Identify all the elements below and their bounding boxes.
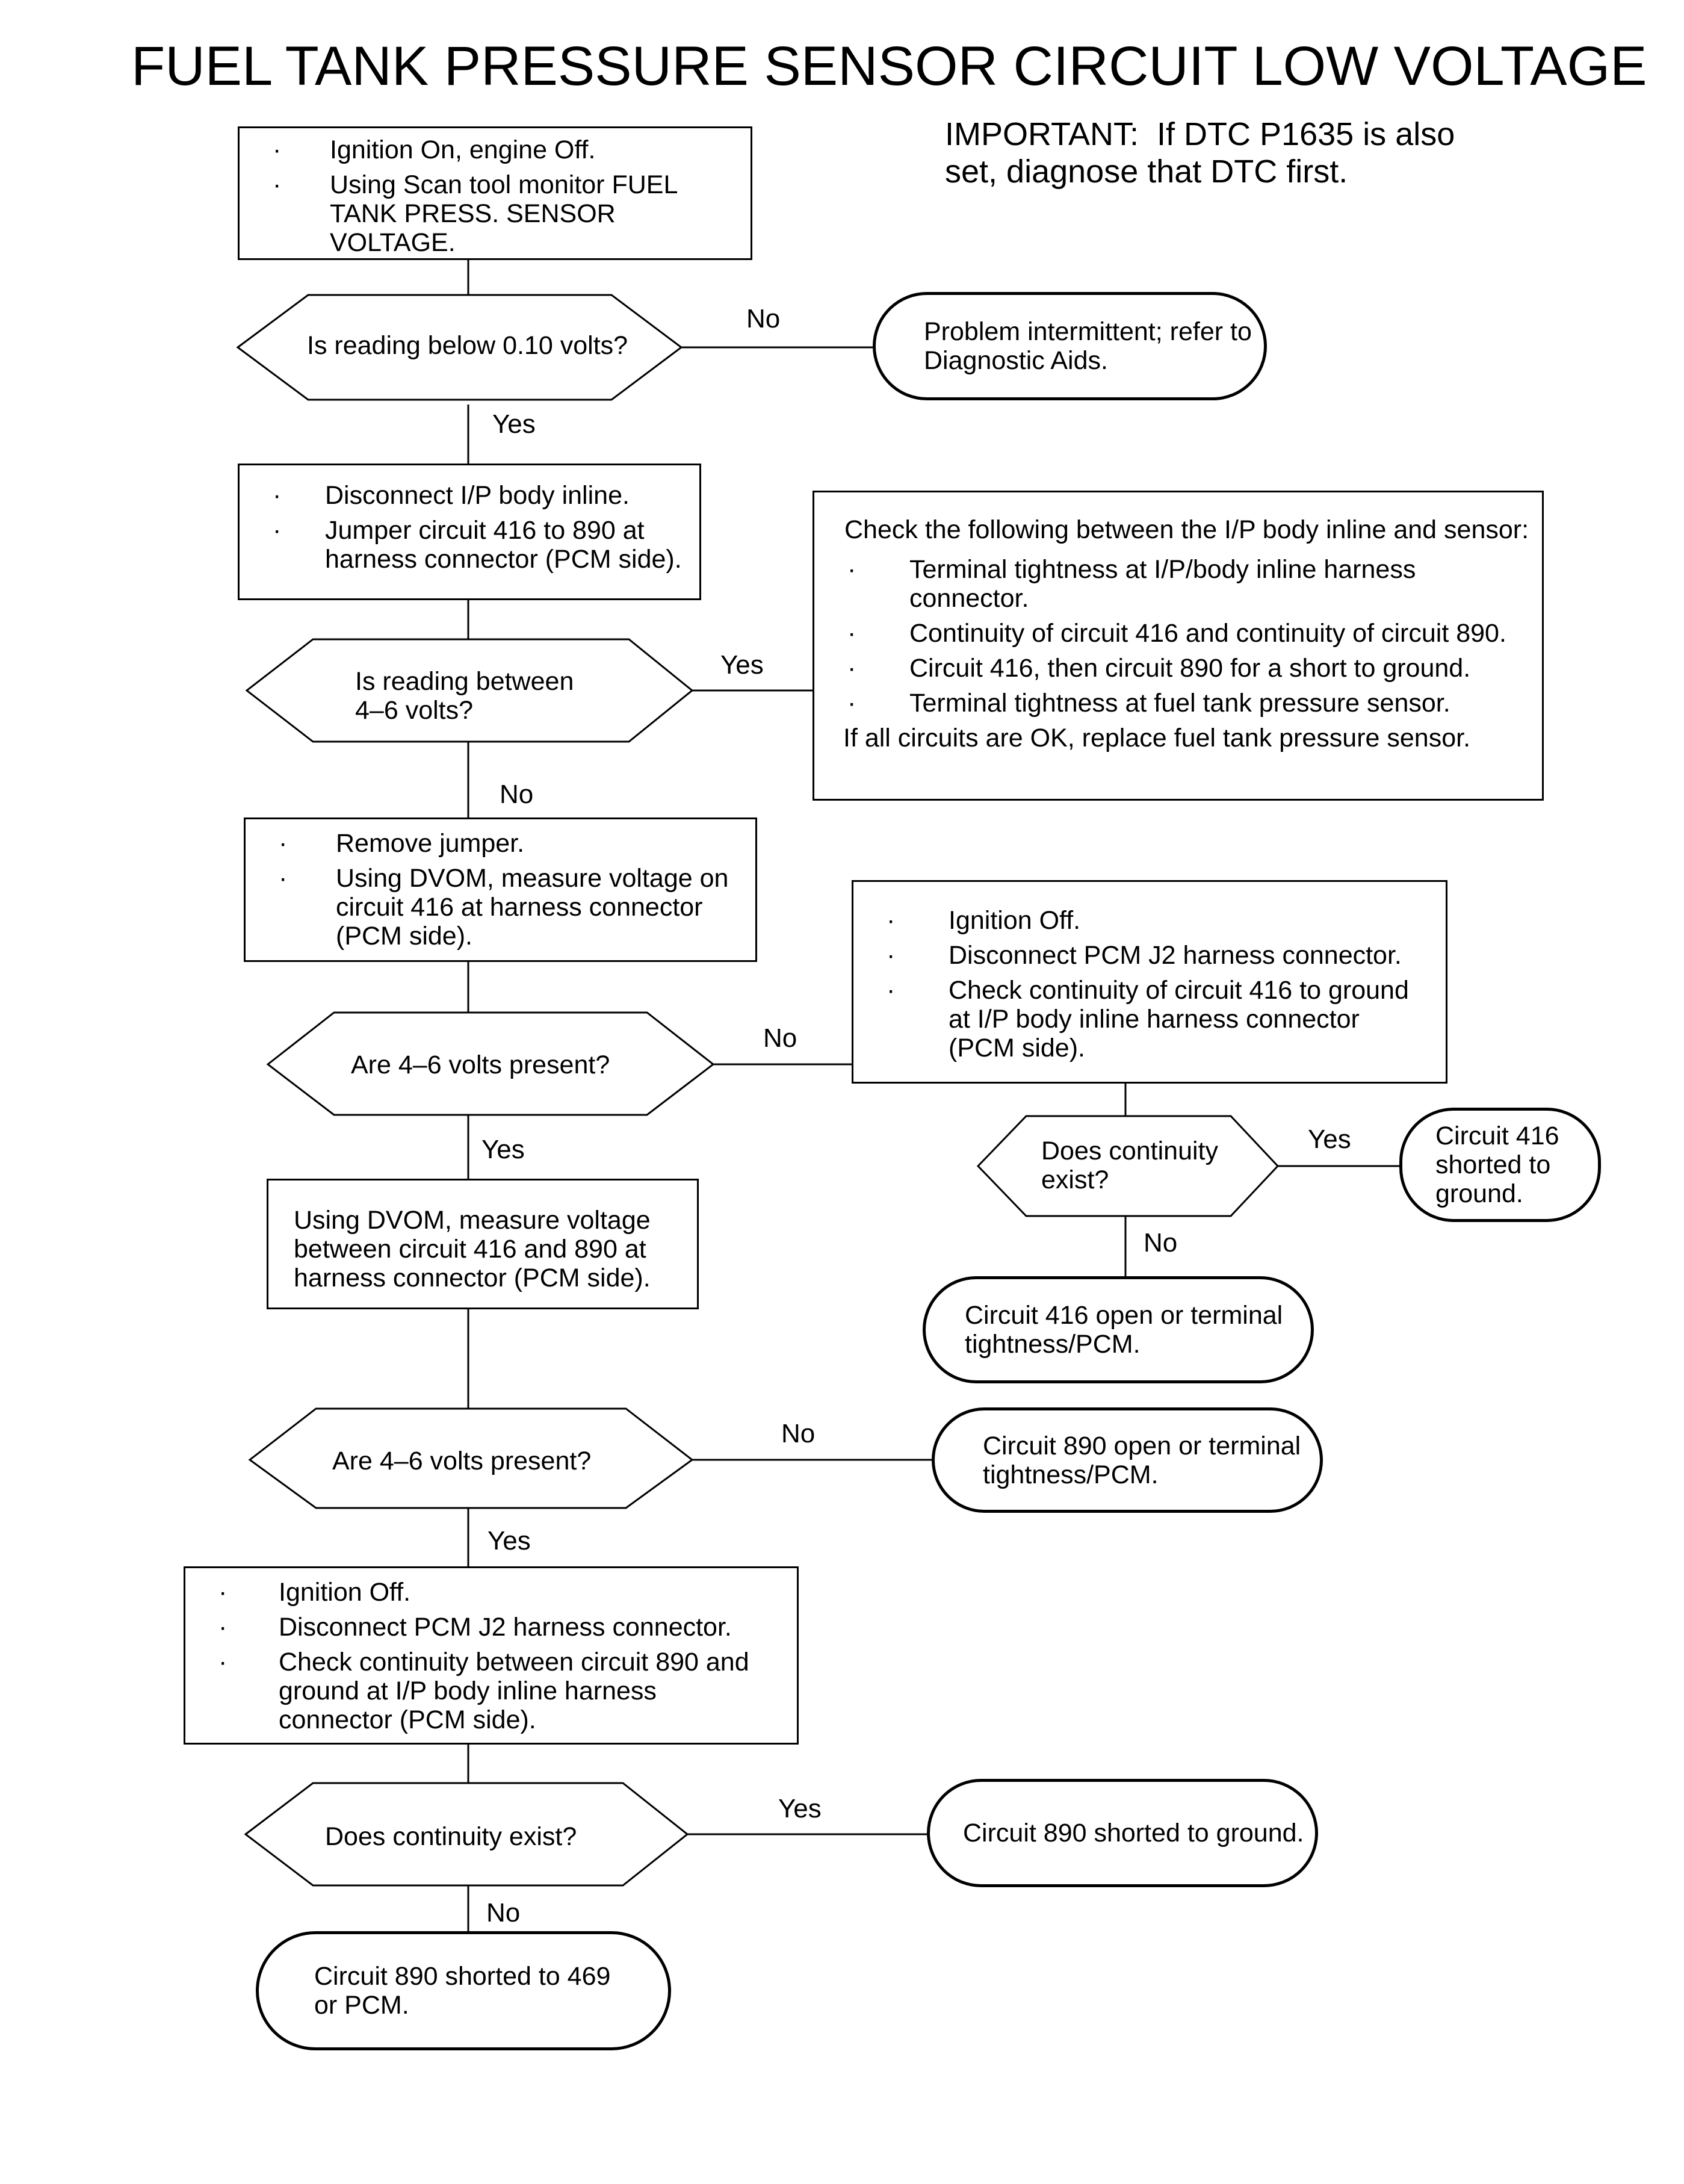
check-footer: If all circuits are OK, replace fuel tan… <box>843 724 1471 752</box>
step1-item: Ignition On, engine Off. <box>240 135 751 164</box>
important-text-line2: set, diagnose that DTC first. <box>945 154 1348 190</box>
result-text: Problem intermittent; refer to Diagnosti… <box>924 317 1252 375</box>
page-title: FUEL TANK PRESSURE SENSOR CIRCUIT LOW VO… <box>131 36 1647 97</box>
important-text-line1: If DTC P1635 is also <box>1157 116 1455 152</box>
step2-item: Jumper circuit 416 to 890 at harness con… <box>240 516 699 574</box>
step6-item: Ignition Off. <box>185 1578 797 1607</box>
step-disconnect-inline-box: Disconnect I/P body inline. Jumper circu… <box>238 464 701 600</box>
result-416-open: Circuit 416 open or terminal tightness/P… <box>923 1276 1314 1383</box>
decision-continuity-416-text: Does continuity exist? <box>1041 1137 1218 1194</box>
step-measure-416-890-box: Using DVOM, measure voltage between circ… <box>267 1179 699 1309</box>
check-item: Continuity of circuit 416 and continuity… <box>814 619 1542 648</box>
q2-no-label: No <box>500 780 534 809</box>
step-ignition-off-416-box: Ignition Off. Disconnect PCM J2 harness … <box>852 880 1447 1084</box>
result-problem-intermittent: Problem intermittent; refer to Diagnosti… <box>873 292 1267 400</box>
result-416-shorted: Circuit 416 shorted to ground. <box>1399 1108 1601 1222</box>
decision-volts-present-2-text: Are 4–6 volts present? <box>332 1447 592 1475</box>
result-text: Circuit 890 shorted to ground. <box>963 1819 1304 1847</box>
step4-item: Ignition Off. <box>853 906 1446 935</box>
decision-shape <box>976 1115 1280 1217</box>
q6-no-label: No <box>486 1898 521 1928</box>
decision-shape <box>248 1407 694 1509</box>
step3-item: Remove jumper. <box>246 829 755 858</box>
q4-yes-label: Yes <box>1308 1125 1351 1154</box>
step2-item: Disconnect I/P body inline. <box>240 481 699 510</box>
step4-item: Check continuity of circuit 416 to groun… <box>853 976 1446 1063</box>
check-following-box: Check the following between the I/P body… <box>813 491 1544 801</box>
q1-yes-label: Yes <box>492 409 536 439</box>
q3-yes-label: Yes <box>481 1135 525 1164</box>
important-note: IMPORTANT: If DTC P1635 is also set, dia… <box>945 116 1455 190</box>
decision-shape <box>266 1011 715 1116</box>
step6-item: Check continuity between circuit 890 and… <box>185 1648 797 1734</box>
decision-volts-present-text: Are 4–6 volts present? <box>351 1050 610 1079</box>
step1-item: Using Scan tool monitor FUEL TANK PRESS.… <box>240 170 751 257</box>
step3-item: Using DVOM, measure voltage on circuit 4… <box>246 864 755 951</box>
q5-yes-label: Yes <box>488 1526 531 1556</box>
result-text: Circuit 890 shorted to 469 or PCM. <box>314 1962 611 2020</box>
step6-item: Disconnect PCM J2 harness connector. <box>185 1613 797 1642</box>
decision-shape <box>236 294 683 401</box>
decision-continuity-890-text: Does continuity exist? <box>325 1822 577 1851</box>
q1-no-label: No <box>746 304 781 333</box>
result-text: Circuit 416 open or terminal tightness/P… <box>965 1301 1283 1359</box>
q2-yes-label: Yes <box>720 650 764 680</box>
q4-no-label: No <box>1144 1228 1178 1258</box>
result-text: Circuit 890 open or terminal tightness/P… <box>983 1431 1301 1489</box>
decision-reading-between-text: Is reading between 4–6 volts? <box>355 667 574 725</box>
check-item: Terminal tightness at I/P/body inline ha… <box>814 555 1542 613</box>
check-item: Terminal tightness at fuel tank pressure… <box>814 689 1542 718</box>
check-heading: Check the following between the I/P body… <box>844 515 1529 544</box>
q3-no-label: No <box>763 1023 797 1053</box>
step-ignition-on-box: Ignition On, engine Off. Using Scan tool… <box>238 126 752 260</box>
q6-yes-label: Yes <box>778 1794 822 1823</box>
decision-reading-below-text: Is reading below 0.10 volts? <box>307 331 628 360</box>
step4-item: Disconnect PCM J2 harness connector. <box>853 941 1446 970</box>
check-item: Circuit 416, then circuit 890 for a shor… <box>814 654 1542 683</box>
result-890-shorted-ground: Circuit 890 shorted to ground. <box>927 1779 1318 1887</box>
decision-shape <box>244 1782 689 1887</box>
result-text: Circuit 416 shorted to ground. <box>1435 1121 1559 1208</box>
step-ignition-off-890-box: Ignition Off. Disconnect PCM J2 harness … <box>184 1566 799 1745</box>
q5-no-label: No <box>781 1419 816 1448</box>
important-label: IMPORTANT: <box>945 116 1139 152</box>
result-890-open: Circuit 890 open or terminal tightness/P… <box>932 1407 1323 1513</box>
step-remove-jumper-box: Remove jumper. Using DVOM, measure volta… <box>244 817 757 962</box>
decision-shape <box>245 638 694 743</box>
result-890-shorted-469: Circuit 890 shorted to 469 or PCM. <box>256 1931 671 2050</box>
step5-text: Using DVOM, measure voltage between circ… <box>294 1206 651 1292</box>
